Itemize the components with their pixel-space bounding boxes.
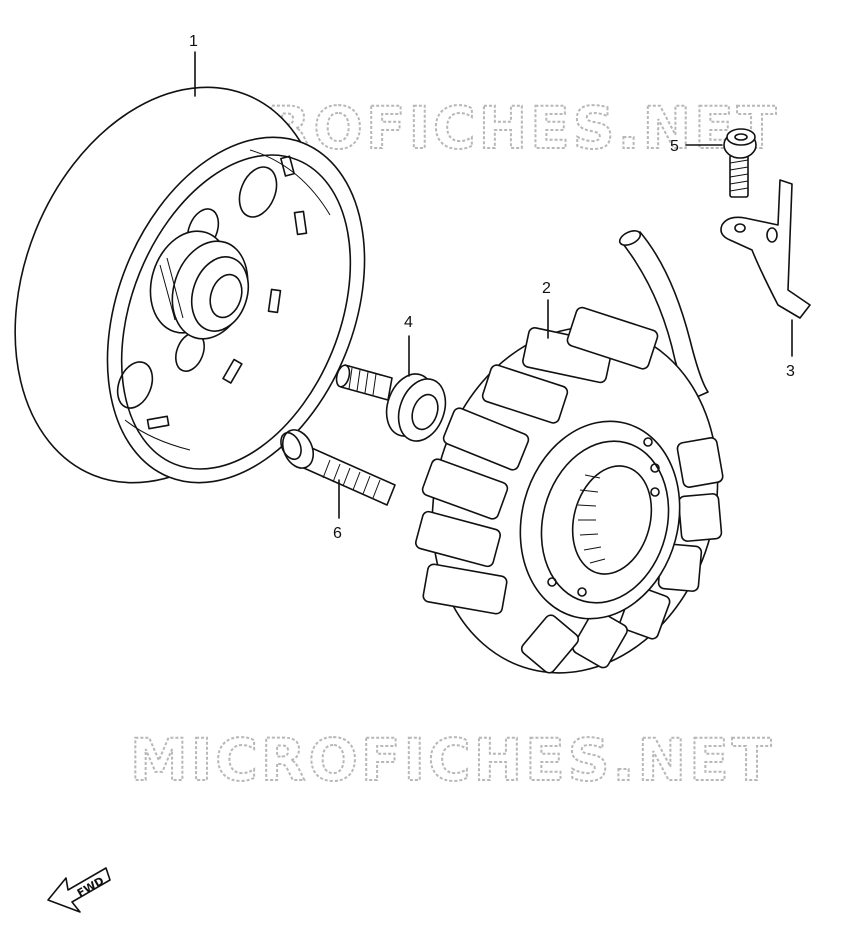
callout-2: 2 [542, 280, 551, 297]
stator-coil[interactable] [394, 228, 755, 705]
rotor-bolt[interactable] [334, 335, 453, 448]
callout-6: 6 [333, 525, 342, 542]
bracket-screw[interactable] [685, 128, 757, 198]
callout-4: 4 [404, 314, 413, 331]
callout-3: 3 [786, 363, 795, 380]
stator-screw[interactable] [277, 425, 396, 519]
callout-5: 5 [670, 138, 679, 155]
watermark-bottom: MICROFICHES.NET [130, 726, 774, 794]
wire-bracket[interactable] [720, 179, 811, 357]
flywheel-rotor[interactable] [0, 41, 413, 530]
forward-direction-arrow: FWD [47, 867, 111, 913]
callout-1: 1 [189, 33, 198, 50]
